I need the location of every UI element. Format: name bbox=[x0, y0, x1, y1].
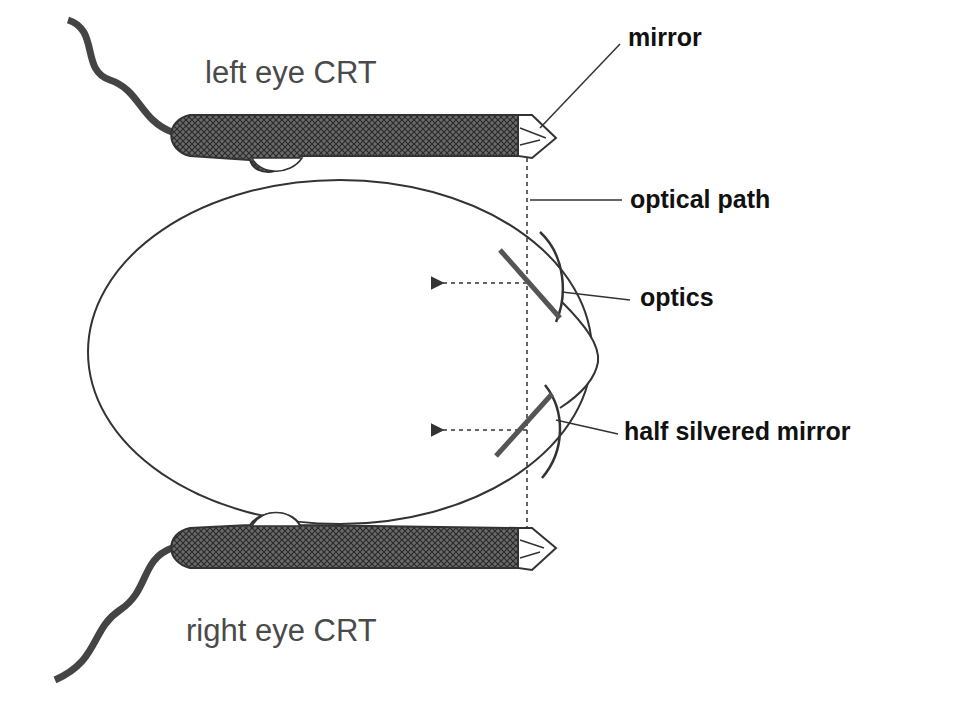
crt-mount bbox=[252, 513, 300, 527]
callout-label: mirror bbox=[628, 24, 702, 52]
optical-path bbox=[526, 158, 528, 528]
leader-line bbox=[556, 420, 618, 434]
half-silvered-mirror bbox=[500, 250, 560, 318]
callout-label: optical path bbox=[630, 186, 770, 214]
view-ray bbox=[443, 429, 527, 431]
crt-body bbox=[171, 115, 518, 172]
crt-mount bbox=[252, 158, 302, 171]
part-label: left eye CRT bbox=[205, 56, 377, 90]
left-crt bbox=[68, 20, 556, 172]
mirror bbox=[520, 128, 546, 145]
right-crt bbox=[55, 513, 556, 681]
leader-line bbox=[530, 199, 622, 201]
cable bbox=[55, 548, 172, 680]
crt-body bbox=[171, 513, 518, 568]
mirror-housing bbox=[518, 528, 556, 570]
callout-label: half silvered mirror bbox=[624, 418, 850, 446]
leader-line bbox=[540, 44, 620, 128]
head-outline bbox=[88, 180, 592, 524]
mirror-housing bbox=[518, 115, 556, 158]
callout-label: optics bbox=[640, 284, 714, 312]
part-label: right eye CRT bbox=[186, 614, 377, 648]
nose-outline bbox=[560, 302, 598, 408]
mirror bbox=[520, 540, 544, 558]
view-ray bbox=[443, 282, 527, 284]
leader-line bbox=[562, 292, 630, 300]
cable bbox=[68, 20, 172, 132]
half-silvered-mirror bbox=[496, 394, 552, 456]
